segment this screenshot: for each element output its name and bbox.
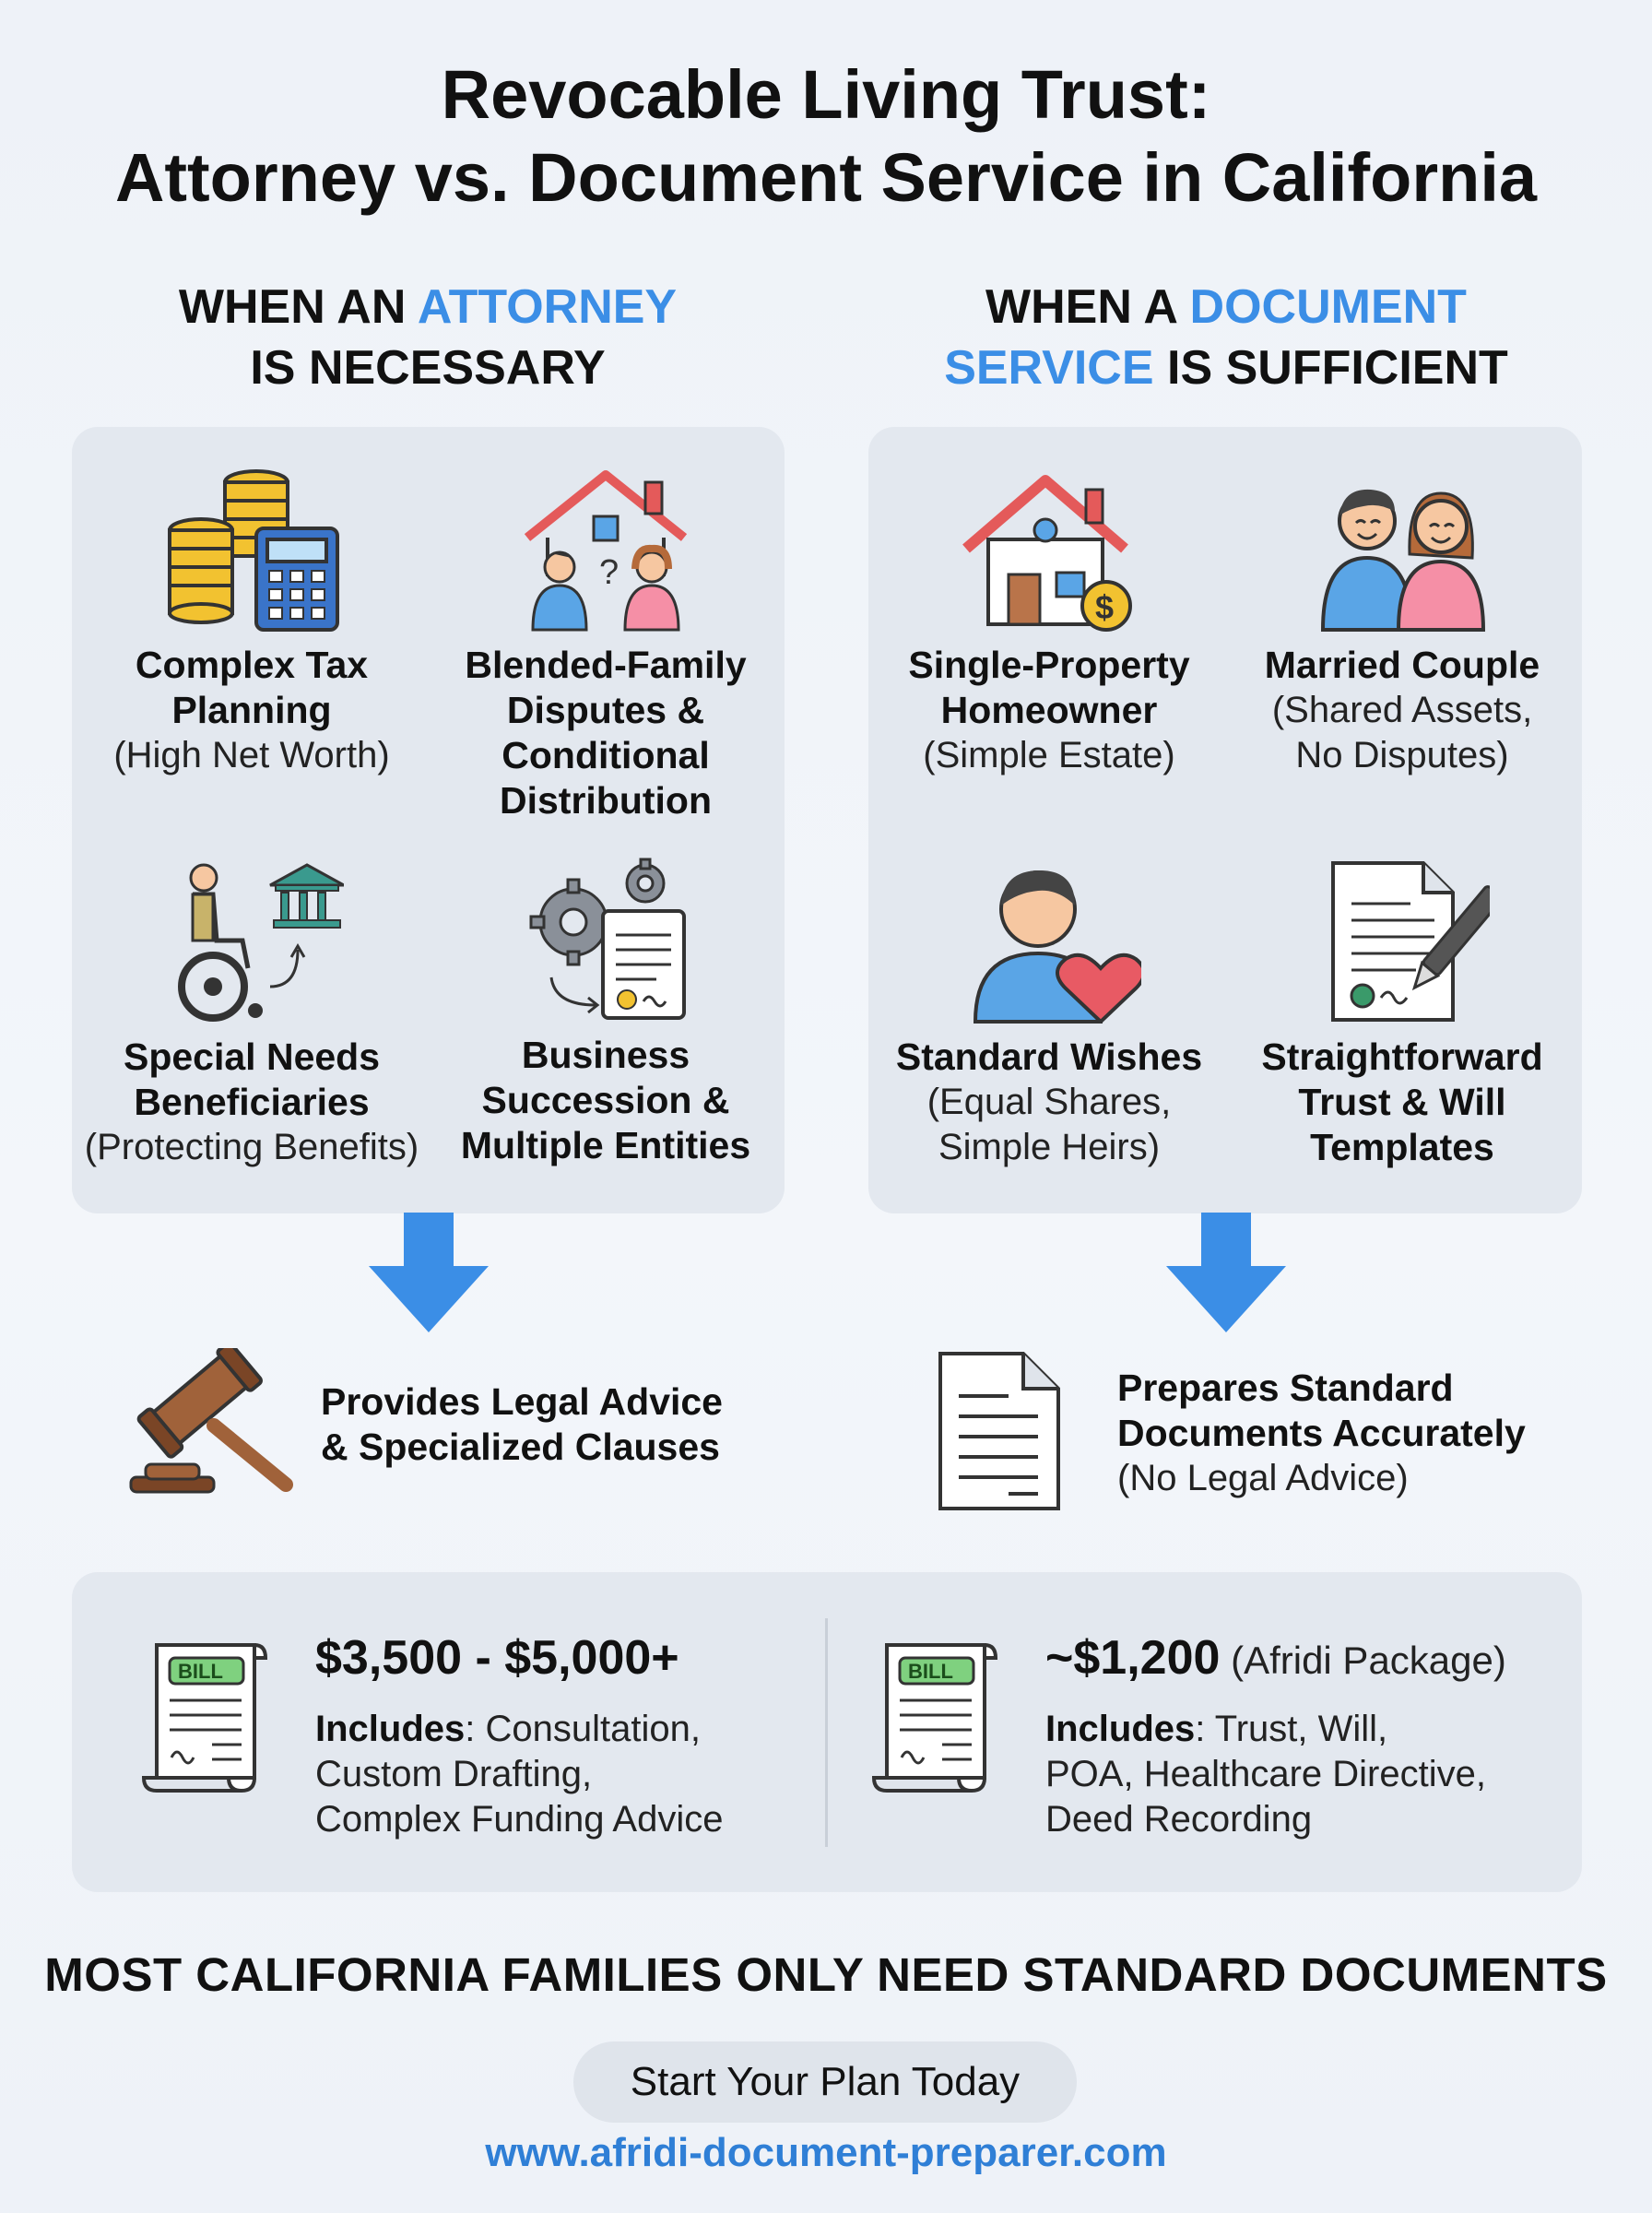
website-link[interactable]: www.afridi-document-preparer.com bbox=[485, 2130, 1167, 2175]
case-label: Business Succession & Multiple Entities bbox=[460, 1034, 751, 1166]
attorney-pricing: $3,500 - $5,000+ Includes: Consultation,… bbox=[315, 1630, 813, 1842]
gavel-icon bbox=[129, 1348, 293, 1494]
document-service-includes: Includes: Trust, Will, POA, Healthcare D… bbox=[1045, 1707, 1580, 1842]
document-service-price: ~$1,200 (Afridi Package) bbox=[1045, 1630, 1580, 1688]
document-service-outcome-note: (No Legal Advice) bbox=[1117, 1458, 1409, 1498]
case-label: Special Needs Beneficiaries bbox=[123, 1035, 381, 1123]
coins-calculator-icon bbox=[168, 469, 339, 632]
bill-icon: BILL bbox=[141, 1643, 267, 1793]
case-single-property: $ Single-Property Homeowner (Simple Esta… bbox=[874, 466, 1224, 778]
attorney-includes: Includes: Consultation, Custom Drafting,… bbox=[315, 1707, 813, 1842]
right-heading-accent2: SERVICE bbox=[944, 341, 1154, 395]
case-complex-tax: Complex Tax Planning (High Net Worth) bbox=[77, 466, 427, 778]
couple-icon bbox=[1320, 489, 1486, 632]
case-married-couple: Married Couple (Shared Assets, No Disput… bbox=[1229, 466, 1575, 778]
right-heading-suffix: IS SUFFICIENT bbox=[1153, 341, 1508, 395]
left-heading-prefix: WHEN AN bbox=[178, 280, 418, 334]
document-service-includes-label: Includes bbox=[1045, 1709, 1196, 1749]
left-column-heading: WHEN AN ATTORNEY IS NECESSARY bbox=[59, 277, 796, 398]
start-plan-button[interactable]: Start Your Plan Today bbox=[573, 2041, 1077, 2123]
document-service-price-value: ~$1,200 bbox=[1045, 1631, 1221, 1685]
pricing-divider bbox=[825, 1618, 828, 1847]
case-sublabel: (Equal Shares, Simple Heirs) bbox=[926, 1082, 1172, 1167]
gears-document-icon bbox=[529, 858, 686, 1020]
attorney-price: $3,500 - $5,000+ bbox=[315, 1630, 813, 1688]
left-heading-line2: IS NECESSARY bbox=[250, 341, 606, 395]
left-down-arrow-icon bbox=[369, 1213, 489, 1332]
document-service-pricing: ~$1,200 (Afridi Package) Includes: Trust… bbox=[1045, 1630, 1580, 1842]
case-sublabel: (Protecting Benefits) bbox=[84, 1127, 419, 1167]
right-heading-accent: DOCUMENT bbox=[1189, 280, 1467, 334]
case-label: Married Couple bbox=[1264, 644, 1540, 686]
case-sublabel: (Shared Assets, No Disputes) bbox=[1271, 690, 1533, 775]
wheelchair-bank-icon bbox=[178, 863, 344, 1022]
bill-icon: BILL bbox=[871, 1643, 997, 1793]
case-sublabel: (Simple Estate) bbox=[923, 735, 1175, 775]
case-blended-family: ? Blended-Family Disputes & Conditional … bbox=[433, 466, 778, 823]
right-down-arrow-icon bbox=[1166, 1213, 1286, 1332]
title-line-1: Revocable Living Trust: bbox=[441, 56, 1211, 133]
document-service-includes-text: : Trust, Will, POA, Healthcare Directive… bbox=[1045, 1709, 1486, 1840]
case-label: Complex Tax Planning bbox=[135, 644, 369, 731]
case-standard-wishes: Standard Wishes (Equal Shares, Simple He… bbox=[874, 858, 1224, 1170]
case-special-needs: Special Needs Beneficiaries (Protecting … bbox=[77, 858, 427, 1170]
house-family-icon: ? bbox=[524, 470, 688, 632]
document-service-outcome: Prepares Standard Documents Accurately (… bbox=[1117, 1366, 1615, 1501]
house-dollar-icon: $ bbox=[962, 475, 1132, 632]
case-label: Straightforward Trust & Will Templates bbox=[1261, 1035, 1543, 1168]
case-label: Blended-Family Disputes & Conditional Di… bbox=[465, 644, 747, 822]
attorney-includes-label: Includes bbox=[315, 1709, 466, 1749]
attorney-outcome: Provides Legal Advice & Specialized Clau… bbox=[321, 1380, 723, 1468]
case-straightforward-templates: Straightforward Trust & Will Templates bbox=[1229, 858, 1575, 1170]
title-line-2: Attorney vs. Document Service in Califor… bbox=[114, 139, 1538, 216]
case-label: Single-Property Homeowner bbox=[908, 644, 1190, 731]
svg-text:$: $ bbox=[1095, 588, 1114, 626]
right-heading-prefix: WHEN A bbox=[985, 280, 1190, 334]
left-heading-accent: ATTORNEY bbox=[417, 280, 678, 334]
tagline: MOST CALIFORNIA FAMILIES ONLY NEED STAND… bbox=[44, 1948, 1608, 2001]
bill-label: BILL bbox=[178, 1660, 223, 1683]
case-sublabel: (High Net Worth) bbox=[113, 735, 390, 775]
person-heart-icon bbox=[973, 870, 1141, 1024]
case-label: Standard Wishes bbox=[895, 1035, 1203, 1078]
page-title: Revocable Living Trust: Attorney vs. Doc… bbox=[0, 53, 1652, 219]
document-service-outcome-title: Prepares Standard Documents Accurately bbox=[1117, 1367, 1526, 1454]
document-pen-icon bbox=[1331, 861, 1490, 1022]
document-icon bbox=[938, 1352, 1060, 1510]
document-service-price-note: (Afridi Package) bbox=[1220, 1639, 1506, 1682]
attorney-price-value: $3,500 - $5,000+ bbox=[315, 1631, 679, 1685]
case-business-succession: Business Succession & Multiple Entities bbox=[433, 858, 778, 1168]
bill-label: BILL bbox=[908, 1660, 953, 1683]
right-column-heading: WHEN A DOCUMENT SERVICE IS SUFFICIENT bbox=[857, 277, 1595, 398]
svg-text:?: ? bbox=[599, 553, 619, 592]
attorney-includes-text: : Consultation, Custom Drafting, Complex… bbox=[315, 1709, 724, 1840]
